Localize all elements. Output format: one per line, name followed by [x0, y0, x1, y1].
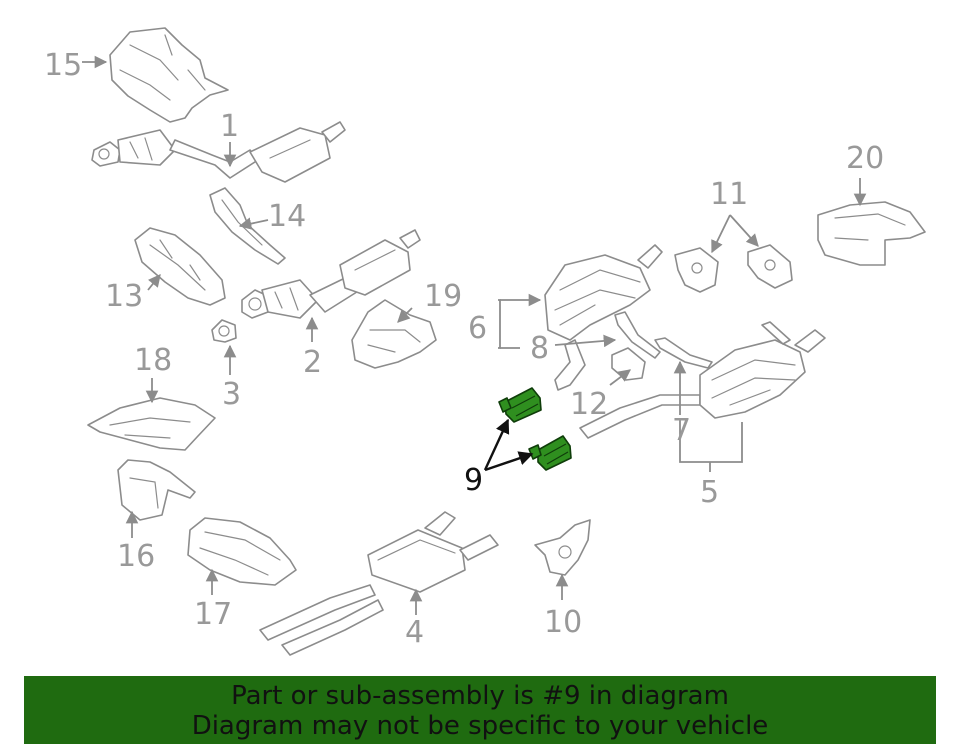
- part-3-gasket[interactable]: [211, 319, 237, 343]
- part-2-catalytic-converter-rear[interactable]: [241, 229, 421, 319]
- banner-line-1: Part or sub-assembly is #9 in diagram: [231, 681, 729, 711]
- callout-11: 11: [710, 177, 748, 212]
- callout-13: 13: [105, 279, 143, 314]
- part-9-clamp-lower[interactable]: [528, 435, 572, 471]
- banner-line-2: Diagram may not be specific to your vehi…: [191, 711, 769, 741]
- callout-18: 18: [134, 343, 172, 378]
- callout-4: 4: [405, 615, 424, 650]
- callout-7: 7: [672, 413, 691, 448]
- part-20-heat-shield[interactable]: [817, 201, 926, 266]
- callout-15: 15: [44, 48, 82, 83]
- callout-20: 20: [846, 141, 884, 176]
- part-5-rear-muffler[interactable]: [579, 321, 826, 439]
- callout-1: 1: [220, 109, 239, 144]
- callout-14: 14: [268, 199, 306, 234]
- leader-lines: [82, 55, 867, 615]
- callout-9: 9: [464, 463, 483, 498]
- part-13-heat-shield[interactable]: [134, 227, 226, 306]
- part-9-clamp-upper[interactable]: [498, 387, 542, 423]
- callout-19: 19: [424, 279, 462, 314]
- part-11-hanger-left[interactable]: [674, 247, 719, 293]
- part-6-front-muffler[interactable]: [544, 244, 663, 391]
- callout-5: 5: [700, 475, 719, 510]
- part-7-bracket[interactable]: [654, 337, 713, 369]
- leader-lines-part-9: [483, 418, 534, 472]
- callout-6: 6: [468, 311, 487, 346]
- part-18-floor-heat-shield[interactable]: [87, 397, 216, 451]
- callout-3: 3: [222, 377, 241, 412]
- part-10-hanger[interactable]: [534, 519, 591, 576]
- part-info-banner: Part or sub-assembly is #9 in diagram Di…: [24, 676, 936, 744]
- callout-8: 8: [530, 331, 549, 366]
- part-17-heat-shield[interactable]: [187, 517, 297, 586]
- callout-17: 17: [194, 597, 232, 632]
- part-11-hanger-right[interactable]: [747, 244, 793, 289]
- part-4-center-pipe[interactable]: [259, 511, 499, 656]
- part-12-hanger[interactable]: [611, 347, 646, 381]
- part-8-bracket[interactable]: [614, 311, 661, 359]
- callout-2: 2: [303, 345, 322, 380]
- part-16-shield[interactable]: [117, 459, 196, 521]
- part-15-heat-shield[interactable]: [109, 27, 229, 123]
- callout-10: 10: [544, 605, 582, 640]
- callout-12: 12: [570, 387, 608, 422]
- callout-16: 16: [117, 539, 155, 574]
- part-1-catalytic-converter-front[interactable]: [91, 121, 346, 183]
- exhaust-parts-diagram: 15 1 14 13 2 3 19 18 16 17 4 10 12 6 8 7…: [44, 27, 926, 656]
